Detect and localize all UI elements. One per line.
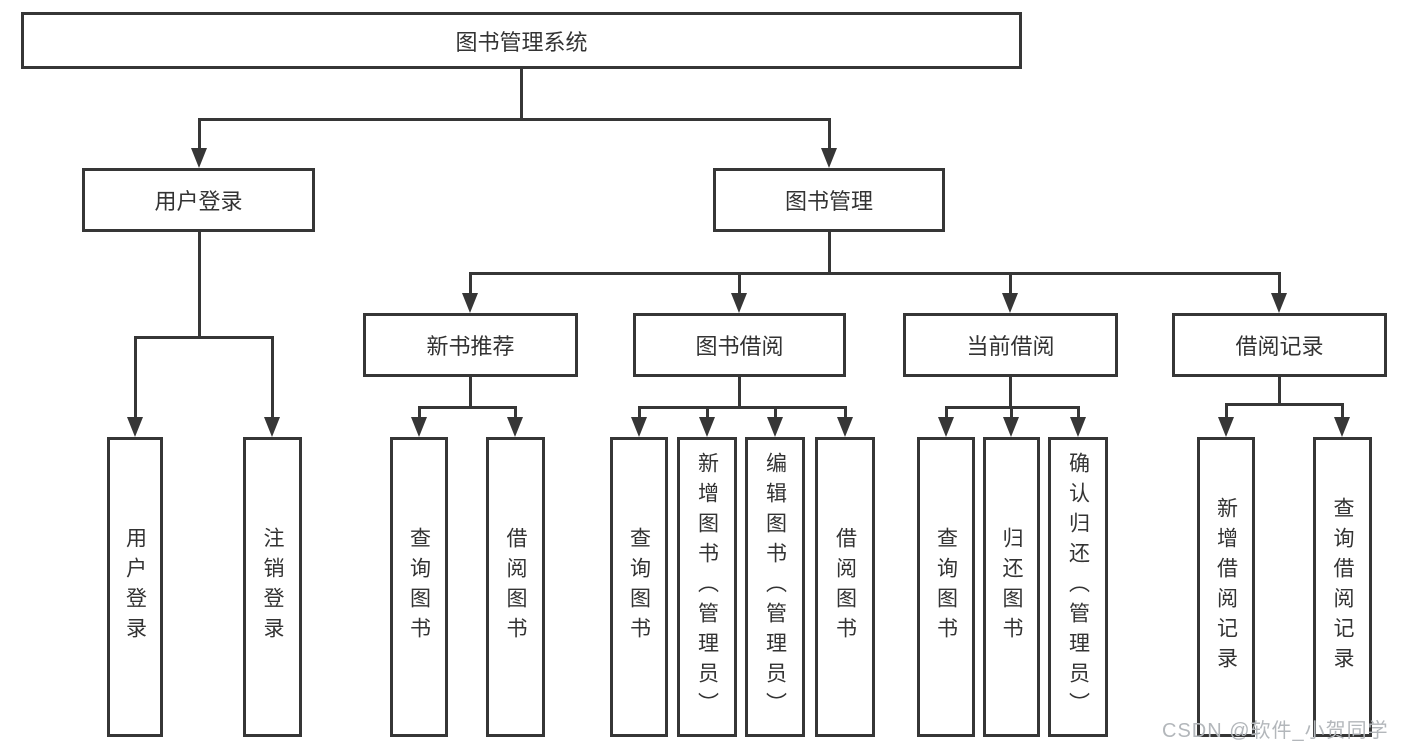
node-label: 用户登录 xyxy=(154,189,243,214)
node-label: 图书借阅 xyxy=(695,334,784,359)
arrowhead-down-icon xyxy=(631,417,647,437)
leaf-label: 注销登录 xyxy=(261,527,284,647)
node-new-book-recommendation: 新书推荐 xyxy=(363,313,578,377)
connector-v xyxy=(1009,377,1012,407)
connector-h xyxy=(134,336,274,339)
connector-v xyxy=(1009,272,1012,295)
node-borrowing-records: 借阅记录 xyxy=(1172,313,1387,377)
leaf-query-books-newbook: 查询图书 xyxy=(390,437,448,737)
connector-v xyxy=(520,69,523,118)
connector-h xyxy=(469,272,1281,275)
leaf-add-borrow-record: 新增借阅记录 xyxy=(1197,437,1255,737)
arrowhead-down-icon xyxy=(1271,293,1287,313)
node-label: 图书管理 xyxy=(784,189,873,214)
node-library-management-system: 图书管理系统 xyxy=(21,12,1022,69)
connector-v xyxy=(1077,406,1080,418)
leaf-label: 查询图书 xyxy=(627,527,651,647)
leaf-borrow-books-borrow: 借阅图书 xyxy=(815,437,875,737)
arrowhead-down-icon xyxy=(411,417,427,437)
arrowhead-down-icon xyxy=(767,417,783,437)
node-label: 借阅记录 xyxy=(1235,334,1324,359)
arrowhead-down-icon xyxy=(699,417,715,437)
connector-v xyxy=(469,377,472,406)
arrowhead-down-icon xyxy=(462,293,478,313)
connector-v xyxy=(1278,377,1281,403)
leaf-user-login: 用户登录 xyxy=(107,437,163,737)
arrowhead-down-icon xyxy=(731,293,747,313)
leaf-label: 查询图书 xyxy=(407,527,431,647)
node-label: 当前借阅 xyxy=(966,334,1055,359)
leaf-logout: 注销登录 xyxy=(243,437,302,737)
connector-v xyxy=(134,336,137,418)
leaf-borrow-books-newbook: 借阅图书 xyxy=(486,437,545,737)
connector-v xyxy=(418,406,421,418)
arrowhead-down-icon xyxy=(264,417,280,437)
node-book-borrowing: 图书借阅 xyxy=(633,313,846,377)
connector-v xyxy=(1225,403,1228,418)
arrowhead-down-icon xyxy=(1218,417,1234,437)
arrowhead-down-icon xyxy=(938,417,954,437)
connector-v xyxy=(706,406,709,418)
connector-v xyxy=(198,232,201,336)
connector-v xyxy=(828,232,831,272)
leaf-label: 用户登录 xyxy=(123,527,147,647)
connector-h xyxy=(198,118,831,121)
connector-v xyxy=(514,406,517,418)
connector-v xyxy=(469,272,472,295)
connector-v xyxy=(1341,403,1344,418)
connector-h xyxy=(418,406,517,409)
leaf-return-books: 归还图书 xyxy=(983,437,1040,737)
node-book-management: 图书管理 xyxy=(713,168,945,232)
connector-h xyxy=(638,406,847,409)
arrowhead-down-icon xyxy=(1003,417,1019,437)
leaf-confirm-return-admin: 确认归还（管理员） xyxy=(1048,437,1108,737)
connector-v xyxy=(1010,406,1013,418)
arrowhead-down-icon xyxy=(191,148,207,168)
leaf-query-borrow-record: 查询借阅记录 xyxy=(1313,437,1372,737)
arrowhead-down-icon xyxy=(127,417,143,437)
leaf-query-books-current: 查询图书 xyxy=(917,437,975,737)
leaf-label: 新增图书（管理员） xyxy=(695,452,719,722)
arrowhead-down-icon xyxy=(507,417,523,437)
connector-v xyxy=(945,406,948,418)
connector-v xyxy=(198,118,201,150)
connector-v xyxy=(1278,272,1281,295)
connector-v xyxy=(738,377,741,406)
node-label: 新书推荐 xyxy=(426,334,515,359)
connector-v xyxy=(638,406,641,418)
arrowhead-down-icon xyxy=(1334,417,1350,437)
connector-v xyxy=(774,406,777,418)
leaf-label: 编辑图书（管理员） xyxy=(763,452,787,722)
arrowhead-down-icon xyxy=(1002,293,1018,313)
leaf-edit-books-admin: 编辑图书（管理员） xyxy=(745,437,805,737)
leaf-label: 查询图书 xyxy=(934,527,958,647)
arrowhead-down-icon xyxy=(1070,417,1086,437)
connector-v xyxy=(271,336,274,418)
node-label: 图书管理系统 xyxy=(455,29,588,55)
connector-v xyxy=(738,272,741,295)
watermark: CSDN @软件_小贺同学 xyxy=(1162,720,1389,742)
arrowhead-down-icon xyxy=(837,417,853,437)
leaf-label: 新增借阅记录 xyxy=(1214,497,1238,677)
leaf-label: 借阅图书 xyxy=(504,527,527,647)
node-current-borrowing: 当前借阅 xyxy=(903,313,1118,377)
leaf-label: 借阅图书 xyxy=(833,527,857,647)
connector-v xyxy=(828,118,831,150)
connector-v xyxy=(844,406,847,418)
node-user-login: 用户登录 xyxy=(82,168,315,232)
leaf-label: 查询借阅记录 xyxy=(1331,497,1354,677)
leaf-label: 确认归还（管理员） xyxy=(1066,452,1090,722)
connector-h xyxy=(1225,403,1344,406)
leaf-query-books-borrow: 查询图书 xyxy=(610,437,668,737)
leaf-label: 归还图书 xyxy=(1000,527,1023,647)
leaf-add-books-admin: 新增图书（管理员） xyxy=(677,437,737,737)
arrowhead-down-icon xyxy=(821,148,837,168)
